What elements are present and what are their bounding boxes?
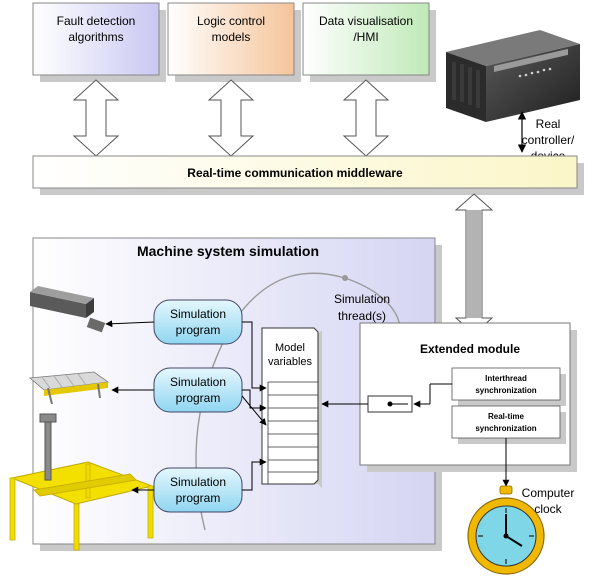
program-2-line2: program (176, 391, 221, 405)
fault-detection-line2: algorithms (68, 30, 123, 44)
middleware-label: Real-time communication middleware (187, 166, 403, 180)
realtime-line2: synchronization (475, 424, 536, 433)
top-box-logic-control: Logic control models (167, 2, 301, 82)
model-variables-block: Model variables (261, 327, 322, 488)
realtime-sync-box: Real-time synchronization (451, 405, 566, 444)
stopwatch-icon (467, 485, 545, 575)
computer-clock-label: Computer clock (522, 486, 575, 516)
interthread-line1: Interthread (485, 374, 527, 383)
program-to-vars-connectors (241, 321, 267, 491)
conveyor-image (29, 371, 110, 405)
thread-line2: thread(s) (338, 309, 386, 323)
top-box-data-visualisation: Data visualisation /HMI (302, 2, 436, 82)
program-3-line1: Simulation (170, 475, 226, 489)
program-1-line1: Simulation (170, 307, 226, 321)
double-arrow-vis (342, 79, 390, 157)
model-vars-line2: variables (268, 356, 313, 368)
extended-title: Extended module (420, 342, 520, 356)
sync-switch (367, 395, 413, 413)
program-3-line2: program (176, 491, 221, 505)
plc-device-image (446, 30, 580, 122)
clock-line1: Computer (522, 486, 575, 500)
logic-control-line1: Logic control (197, 14, 265, 28)
simulation-program-2: Simulation program (153, 367, 243, 413)
simulation-thread-label: Simulation thread(s) (334, 292, 390, 323)
interthread-line2: synchronization (475, 386, 536, 395)
thread-line1: Simulation (334, 292, 390, 306)
gantry-robot-image (9, 413, 154, 551)
controller-line2: controller/ (522, 133, 575, 147)
pneumatic-cylinder-image (30, 286, 106, 333)
double-arrow-logic (207, 79, 255, 157)
logic-control-line2: models (212, 30, 251, 44)
simulation-program-1: Simulation program (153, 299, 243, 345)
data-vis-line2: /HMI (353, 30, 378, 44)
top-box-fault-detection: Fault detection algorithms (32, 2, 166, 82)
program-2-line1: Simulation (170, 375, 226, 389)
program1-to-machine-arrow (105, 320, 155, 328)
clock-line2: clock (534, 502, 562, 516)
data-vis-line1: Data visualisation (319, 14, 413, 28)
thread-dot (342, 275, 348, 281)
double-arrow-fault (72, 79, 120, 157)
program-1-line2: program (176, 323, 221, 337)
realtime-line1: Real-time (488, 412, 525, 421)
interthread-sync-box: Interthread synchronization (451, 367, 566, 406)
simulation-title: Machine system simulation (137, 243, 319, 259)
middleware-bar: Real-time communication middleware (32, 155, 584, 195)
fault-detection-line1: Fault detection (57, 14, 136, 28)
model-vars-line1: Model (275, 342, 305, 354)
middleware-to-extended-arrow (454, 193, 494, 335)
simulation-program-3: Simulation program (153, 467, 243, 513)
controller-line1: Real (536, 117, 561, 131)
